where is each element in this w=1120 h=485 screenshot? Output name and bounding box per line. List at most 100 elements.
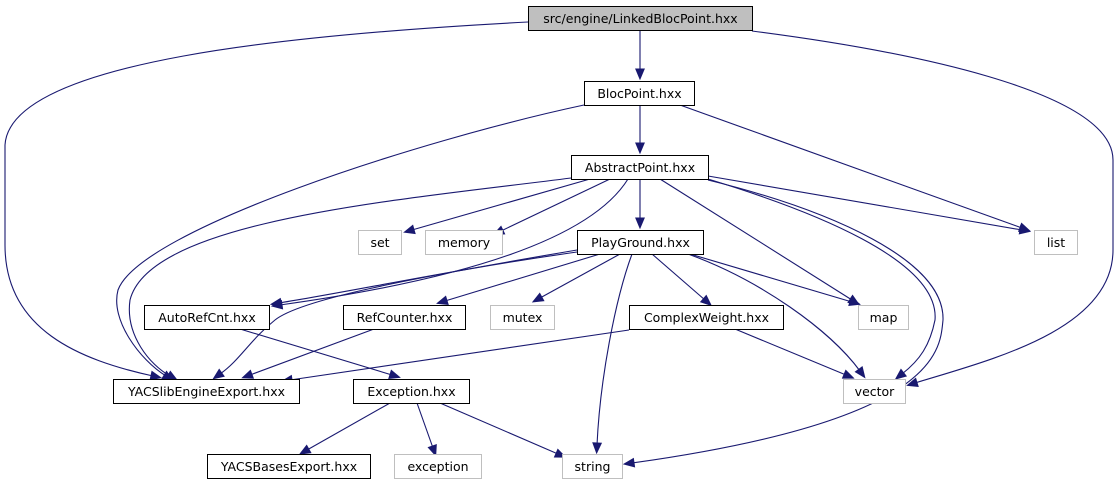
- node-label: Exception.hxx: [367, 384, 455, 399]
- node-label: exception: [407, 459, 468, 474]
- node-box: [528, 6, 753, 31]
- node-label: PlayGround.hxx: [591, 235, 690, 250]
- edge-bloc-to-yacs: [116, 104, 585, 377]
- edge-cw-to-vector: [734, 328, 847, 376]
- node-string: string: [562, 454, 623, 479]
- arrowhead-play-to-refc: [436, 295, 449, 306]
- edge-exc-to-string: [439, 402, 559, 455]
- arrowhead-play-to-mutex: [531, 292, 545, 303]
- edge-cw-to-yacs: [289, 329, 630, 381]
- node-label: set: [370, 235, 389, 250]
- edge-abs-to-yacs: [128, 177, 572, 377]
- node-box: [571, 155, 709, 180]
- node-box: [629, 305, 784, 330]
- arrowhead-auto-to-exc: [388, 369, 401, 380]
- node-cw[interactable]: ComplexWeight.hxx: [629, 305, 784, 330]
- arrowhead-play-to-map: [848, 296, 861, 307]
- edge-abs-to-vector: [707, 178, 936, 375]
- arrowhead-exc-to-ybase: [298, 444, 312, 455]
- node-label: RefCounter.hxx: [357, 310, 453, 325]
- edge-root-to-yacs: [4, 21, 529, 377]
- edges-layer: [4, 21, 1114, 468]
- edge-auto-to-exc: [239, 328, 393, 376]
- node-label: map: [870, 310, 898, 325]
- edge-exc-to-exception: [416, 402, 434, 449]
- edge-abs-to-auto: [279, 178, 629, 306]
- arrowhead-exc-to-exception: [427, 443, 437, 457]
- arrowhead-abs-to-string: [622, 457, 636, 468]
- node-box: [577, 230, 704, 255]
- node-box: [358, 230, 402, 255]
- edge-play-to-vector: [687, 253, 861, 372]
- node-label: YACSBasesExport.hxx: [220, 459, 357, 474]
- node-box: [858, 305, 909, 330]
- node-box: [343, 305, 466, 330]
- edge-root-to-vector: [751, 30, 1114, 384]
- arrowhead-root-to-yacs: [149, 370, 163, 381]
- node-label: ComplexWeight.hxx: [644, 310, 769, 325]
- arrowhead-abs-to-set: [403, 224, 416, 235]
- node-exc[interactable]: Exception.hxx: [353, 379, 470, 404]
- node-box: [490, 305, 555, 330]
- node-refc[interactable]: RefCounter.hxx: [343, 305, 466, 330]
- arrowhead-play-to-vector: [854, 366, 866, 379]
- node-label: string: [575, 459, 611, 474]
- edge-refc-to-yacs: [249, 328, 375, 376]
- arrowhead-cw-to-vector: [841, 369, 855, 379]
- node-label: memory: [438, 235, 491, 250]
- nodes-layer: src/engine/LinkedBlocPoint.hxxBlocPoint.…: [113, 6, 1078, 479]
- edge-bloc-to-list: [679, 104, 1023, 229]
- node-set: set: [358, 230, 402, 255]
- node-map: map: [858, 305, 909, 330]
- node-root[interactable]: src/engine/LinkedBlocPoint.hxx: [528, 6, 753, 31]
- node-play[interactable]: PlayGround.hxx: [577, 230, 704, 255]
- node-exception: exception: [394, 454, 482, 479]
- node-box: [113, 379, 300, 404]
- node-yacs[interactable]: YACSlibEngineExport.hxx: [113, 379, 300, 404]
- node-ybase[interactable]: YACSBasesExport.hxx: [207, 454, 371, 479]
- arrowhead-play-to-auto: [269, 297, 283, 308]
- edge-abs-to-memory: [500, 178, 611, 232]
- edge-play-to-cw: [651, 253, 706, 301]
- node-label: BlocPoint.hxx: [597, 86, 681, 101]
- node-label: list: [1047, 235, 1065, 250]
- node-abs[interactable]: AbstractPoint.hxx: [571, 155, 709, 180]
- edge-play-to-auto: [278, 251, 578, 304]
- node-box: [394, 454, 482, 479]
- node-label: src/engine/LinkedBlocPoint.hxx: [543, 11, 737, 26]
- node-label: AutoRefCnt.hxx: [158, 310, 255, 325]
- node-box: [207, 454, 371, 479]
- arrowhead-abs-to-vector: [894, 368, 908, 380]
- node-label: YACSlibEngineExport.hxx: [127, 384, 285, 399]
- arrowhead-root-to-bloc: [635, 68, 645, 81]
- arrowhead-abs-to-list: [1018, 224, 1032, 235]
- arrowhead-play-to-cw: [699, 294, 713, 307]
- arrowhead-play-to-string: [592, 442, 603, 455]
- node-auto[interactable]: AutoRefCnt.hxx: [144, 305, 270, 330]
- node-box: [584, 81, 695, 106]
- edge-play-to-string: [596, 253, 633, 446]
- node-bloc[interactable]: BlocPoint.hxx: [584, 81, 695, 106]
- node-label: AbstractPoint.hxx: [585, 160, 695, 175]
- edge-abs-to-list: [707, 175, 1023, 231]
- node-box: [843, 379, 906, 404]
- edge-abs-to-map: [659, 178, 853, 301]
- node-box: [425, 230, 503, 255]
- edge-exc-to-ybase: [306, 402, 391, 451]
- node-list: list: [1034, 230, 1078, 255]
- node-box: [353, 379, 470, 404]
- arrowhead-play-to-yacs: [212, 368, 225, 380]
- arrowhead-refc-to-yacs: [241, 369, 255, 379]
- node-mutex: mutex: [490, 305, 555, 330]
- edge-play-to-refc: [444, 253, 601, 302]
- edge-abs-to-set: [411, 178, 591, 231]
- arrowhead-bloc-to-abs: [635, 142, 645, 155]
- edge-play-to-map: [689, 253, 853, 303]
- node-memory: memory: [425, 230, 503, 255]
- edge-play-to-mutex: [539, 253, 621, 299]
- node-label: mutex: [503, 310, 543, 325]
- node-label: vector: [855, 384, 896, 399]
- node-box: [562, 454, 623, 479]
- node-box: [1034, 230, 1078, 255]
